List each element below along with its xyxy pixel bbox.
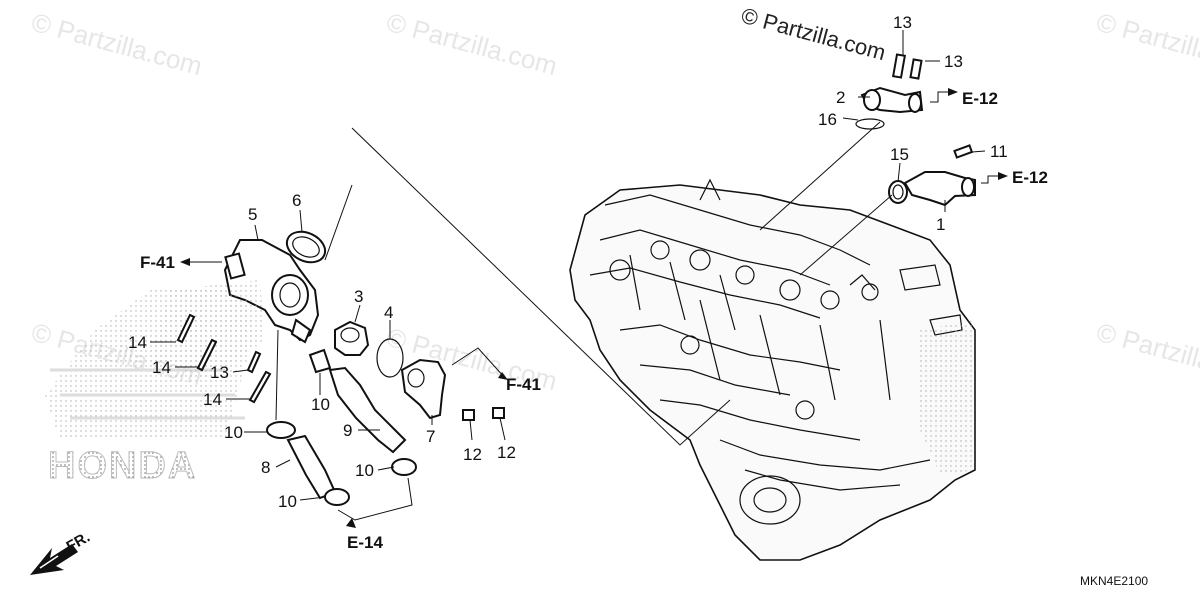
bolt-14a <box>176 313 196 344</box>
callout-15: 15 <box>890 145 909 164</box>
ref-e12-upper: E-12 <box>962 89 998 108</box>
leader-lines <box>150 30 998 521</box>
thermostat-housing-group <box>150 230 327 380</box>
water-hose-9 <box>328 366 407 454</box>
callout-5: 5 <box>248 205 257 224</box>
o-ring-15 <box>888 180 908 204</box>
callout-16: 16 <box>818 110 837 129</box>
watermark: © Partzilla.com <box>1093 7 1200 81</box>
callout-10: 10 <box>224 423 243 442</box>
bolt-13a <box>891 53 907 79</box>
callout-9: 9 <box>343 421 352 440</box>
bolts-12 <box>462 407 505 421</box>
elbow-flange <box>863 89 881 111</box>
front-direction-indicator: FR. <box>30 529 93 575</box>
callout-13: 13 <box>893 13 912 32</box>
callout-12: 12 <box>463 445 482 464</box>
engine-block <box>569 178 976 561</box>
clamp-10c <box>391 458 417 476</box>
callout-2: 2 <box>836 88 845 107</box>
diagram-code: MKN4E2100 <box>1080 574 1148 588</box>
bolt-12b <box>492 407 505 419</box>
thermostat-cover-7 <box>400 358 447 420</box>
bolt-12a <box>462 409 475 421</box>
clamp-10a <box>308 348 332 374</box>
callout-11: 11 <box>990 142 1008 161</box>
callout-13: 13 <box>210 363 229 382</box>
bolt-13c <box>246 350 262 374</box>
watermark: © Partzilla.com <box>383 7 560 81</box>
watermark-top: © Partzilla.com <box>739 3 889 66</box>
callout-3: 3 <box>354 287 363 306</box>
callout-8: 8 <box>261 458 270 477</box>
callout-10: 10 <box>355 461 374 480</box>
gasket-6 <box>285 230 327 264</box>
callouts: 13 13 2 16 11 15 1 6 5 3 4 14 14 13 14 1… <box>128 13 1008 511</box>
callout-7: 7 <box>426 427 435 446</box>
callout-6: 6 <box>292 191 301 210</box>
water-pipe-1 <box>903 171 976 207</box>
upper-outlet-group <box>855 53 976 207</box>
clamp-10d <box>324 488 350 506</box>
callout-1: 1 <box>936 215 945 234</box>
bolt-13b <box>909 58 923 80</box>
bolt-11 <box>953 144 974 159</box>
watermark: © Partzilla.com <box>28 7 205 81</box>
ref-f41-left: F-41 <box>140 253 175 272</box>
callout-13: 13 <box>944 52 963 71</box>
bolts-left <box>176 313 272 404</box>
ref-f41-right: F-41 <box>506 375 541 394</box>
hoses-and-clamps <box>266 348 417 506</box>
honda-logo-text: HONDA <box>48 445 197 487</box>
callout-14: 14 <box>203 390 222 409</box>
callout-4: 4 <box>384 303 393 322</box>
clamp-10b <box>266 421 296 439</box>
callout-10: 10 <box>278 492 297 511</box>
ref-e14: E-14 <box>347 533 383 552</box>
o-ring-16 <box>855 118 885 130</box>
watermark: © Partzilla.com <box>1093 317 1200 391</box>
ref-e12-lower: E-12 <box>1012 168 1048 187</box>
reference-labels: E-12 E-12 F-41 F-41 E-14 <box>140 88 1048 552</box>
water-hose-8 <box>286 434 337 500</box>
thermostat-3 <box>334 320 370 356</box>
bolt-14b <box>196 338 218 372</box>
callout-14: 14 <box>128 333 147 352</box>
callout-14: 14 <box>152 358 171 377</box>
bolt-14c <box>248 370 272 404</box>
thermostat-group <box>334 320 447 420</box>
callout-12: 12 <box>497 443 516 462</box>
callout-10: 10 <box>311 395 330 414</box>
